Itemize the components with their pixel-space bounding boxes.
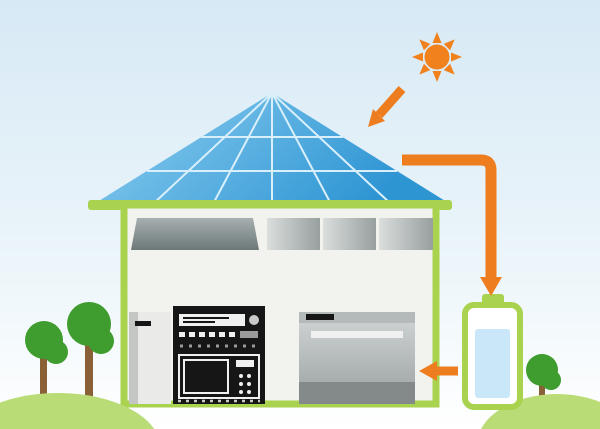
tree-foliage: [88, 328, 114, 354]
unit-button: [189, 332, 195, 337]
house: [88, 92, 452, 408]
unit-button: [199, 332, 205, 337]
microwave-button: [247, 382, 251, 386]
solar-panel-grid-line: [212, 92, 273, 205]
microwave-button: [239, 382, 243, 386]
refrigerator: [129, 312, 171, 404]
sun-ray: [443, 39, 455, 51]
solar-panel-grid-line: [271, 92, 332, 205]
sun-ray: [419, 63, 431, 75]
arrow-head: [368, 109, 385, 127]
microwave: [178, 354, 260, 399]
refrigerator-shade: [129, 312, 138, 404]
sun-ray: [451, 52, 462, 62]
dishwasher-handle: [306, 314, 334, 320]
dishwasher: [299, 312, 415, 404]
window-pane: [267, 218, 320, 250]
arrow-roof-to-battery-icon: [402, 154, 502, 296]
sun-ray: [443, 63, 455, 75]
range-hood: [131, 218, 259, 250]
tree-left-small: [25, 321, 68, 400]
tree-trunk: [40, 356, 47, 400]
window-pane: [379, 218, 433, 250]
unit-button: [219, 332, 225, 337]
arrow-sun-to-roof-icon: [368, 86, 406, 127]
microwave-display: [236, 360, 254, 367]
unit-display-line: [183, 317, 229, 319]
sun-ray: [432, 32, 442, 43]
sun-ray: [412, 52, 423, 62]
microwave-button: [239, 374, 243, 378]
unit-knob: [249, 315, 259, 325]
refrigerator-handle: [135, 321, 151, 326]
unit-button: [179, 332, 185, 337]
arrow-shaft: [402, 154, 497, 279]
unit-slider: [240, 331, 258, 338]
tree-foliage: [541, 370, 561, 390]
tree-trunk: [85, 344, 93, 402]
battery-charge-level: [475, 329, 510, 398]
solar-panel-grid-line: [271, 92, 392, 205]
sun-ray: [432, 71, 442, 82]
oven-microwave-unit: [173, 306, 265, 404]
microwave-button: [247, 374, 251, 378]
arrow-battery-to-house-icon: [419, 361, 458, 381]
storage-battery: [462, 294, 523, 410]
window-pane: [323, 218, 376, 250]
unit-display-line: [183, 321, 215, 323]
sun-ray: [419, 39, 431, 51]
microwave-button: [239, 390, 243, 394]
unit-display: [179, 314, 245, 326]
microwave-button: [247, 390, 251, 394]
solar-panel-grid-line: [152, 92, 273, 205]
dishwasher-control-strip: [299, 312, 415, 323]
solar-panel-grid: [147, 92, 397, 205]
dishwasher-slot: [311, 331, 403, 338]
unit-button: [209, 332, 215, 337]
sun-icon: [412, 32, 462, 82]
arrow-head: [480, 277, 502, 296]
sun-disc: [424, 44, 450, 70]
tree-left-large: [67, 302, 114, 402]
arrow-shaft: [375, 86, 406, 118]
arrow-head: [419, 361, 437, 381]
dishwasher-kickplate: [299, 382, 415, 404]
grass-mound-left: [0, 393, 155, 429]
grass-mound-right: [481, 394, 600, 429]
tree-foliage: [44, 340, 68, 364]
unit-button: [229, 332, 235, 337]
microwave-window: [183, 359, 229, 394]
